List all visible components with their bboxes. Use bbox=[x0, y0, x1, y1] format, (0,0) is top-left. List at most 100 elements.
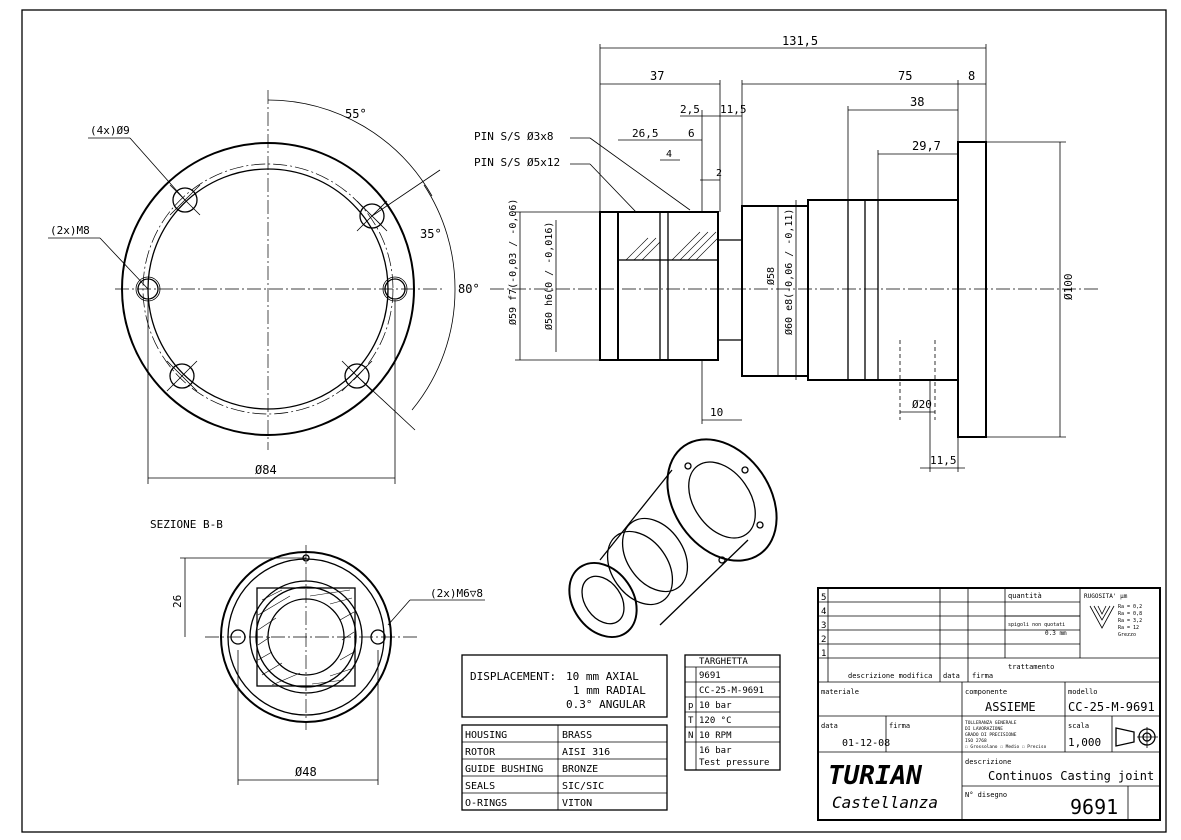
targhetta-value: 9691 bbox=[699, 671, 721, 681]
targhetta-table: TARGHETTA 9691 CC-25-M-9691 p 10 bar T 1… bbox=[684, 654, 781, 771]
rugosita-value: Ra = 0,2 bbox=[1118, 604, 1142, 610]
diameter-50-label: Ø50 h6(0 / -0,016) bbox=[543, 222, 555, 330]
dim-37-label: 37 bbox=[650, 69, 664, 83]
materiale-label: materiale bbox=[821, 688, 859, 696]
revision-number: 5 bbox=[821, 593, 826, 603]
dim-26-5-label: 26,5 bbox=[632, 127, 659, 140]
tolleranza-line: TOLLERANZA GENERALE bbox=[965, 720, 1017, 726]
bolt-hole bbox=[169, 363, 195, 389]
pin-3x8-label: PIN S/S Ø3x8 bbox=[474, 130, 553, 143]
tolleranza-line: ISO 2768 bbox=[965, 738, 987, 744]
diameter-59-label: Ø59 f7(-0,03 / -0,06) bbox=[507, 199, 519, 325]
displacement-box: DISPLACEMENT: 10 mm AXIAL 1 mm RADIAL 0.… bbox=[461, 654, 668, 718]
revision-number: 1 bbox=[821, 649, 826, 659]
dim-131-5-label: 131,5 bbox=[782, 34, 818, 48]
threaded-hole bbox=[137, 278, 159, 300]
material-value: BRASS bbox=[562, 730, 592, 741]
disegno-value: 9691 bbox=[1070, 795, 1118, 819]
descrizione-label: descrizione bbox=[965, 758, 1011, 766]
material-value: SIC/SIC bbox=[562, 781, 604, 792]
componente-value: ASSIEME bbox=[985, 700, 1036, 714]
material-value: AISI 316 bbox=[562, 747, 610, 758]
spigoli-label: spigoli non quotati bbox=[1008, 622, 1065, 628]
revision-desc-label: descrizione modifica bbox=[848, 672, 932, 680]
material-part: ROTOR bbox=[465, 747, 496, 758]
scala-label: scala bbox=[1068, 722, 1089, 730]
bolt-hole bbox=[172, 187, 198, 213]
displacement-radial: 1 mm RADIAL bbox=[573, 684, 646, 697]
targhetta-value: 10 bar bbox=[699, 701, 732, 711]
sheet-border bbox=[21, 9, 1167, 833]
targhetta-symbol: T bbox=[688, 716, 694, 726]
material-value: VITON bbox=[562, 798, 592, 809]
angle-55-label: 55° bbox=[345, 107, 367, 121]
revision-sign-label: firma bbox=[972, 672, 993, 680]
spigoli-value: 0.3 mm bbox=[1045, 630, 1067, 637]
revision-date-label: data bbox=[943, 672, 960, 680]
displacement-label: DISPLACEMENT: bbox=[470, 670, 556, 683]
data-label: data bbox=[821, 722, 838, 730]
targhetta-value: 16 bar bbox=[699, 746, 732, 756]
dim-26-label: 26 bbox=[171, 595, 184, 608]
side-view: Ø59 f7(-0,03 / -0,06) Ø50 h6(0 / -0,016)… bbox=[474, 34, 1100, 472]
isometric-view bbox=[568, 438, 778, 639]
angle-80-label: 80° bbox=[458, 282, 480, 296]
scala-value: 1,000 bbox=[1068, 736, 1101, 749]
firma-label: firma bbox=[889, 722, 910, 730]
revision-number: 3 bbox=[821, 621, 826, 631]
trattamento-label: trattamento bbox=[1008, 663, 1054, 671]
modello-label: modello bbox=[1068, 688, 1098, 696]
rugosita-value: Ra = 12 bbox=[1118, 625, 1139, 631]
front-view: 55° 35° 80° (4x)Ø9 (2x)M8 Ø84 bbox=[48, 90, 480, 484]
dim-11-5-top-label: 11,5 bbox=[720, 103, 747, 116]
title-block: 5 4 3 2 1 descrizione modifica data firm… bbox=[817, 587, 1161, 821]
section-title: SEZIONE B-B bbox=[150, 518, 223, 531]
revision-number: 4 bbox=[821, 607, 826, 617]
dim-75-label: 75 bbox=[898, 69, 912, 83]
rugosita-label: RUGOSITA' µm bbox=[1084, 593, 1128, 600]
disegno-label: N° disegno bbox=[965, 791, 1007, 799]
targhetta-symbol: p bbox=[688, 701, 693, 711]
displacement-axial: 10 mm AXIAL bbox=[566, 670, 639, 683]
modello-value: CC-25-M-9691 bbox=[1068, 700, 1155, 714]
dim-2-5-label: 2,5 bbox=[680, 103, 700, 116]
dim-2-label: 2 bbox=[716, 168, 722, 179]
angle-35-label: 35° bbox=[420, 227, 442, 241]
material-value: BRONZE bbox=[562, 764, 598, 775]
tolleranza-line: DI LAVORAZIONE bbox=[965, 726, 1003, 732]
dim-8-label: 8 bbox=[968, 69, 975, 83]
diameter-60-label: Ø60 e8(-0,06 / -0,11) bbox=[783, 209, 795, 335]
material-part: GUIDE BUSHING bbox=[465, 764, 543, 775]
quantita-label: quantità bbox=[1008, 592, 1042, 600]
dim-10-label: 10 bbox=[710, 406, 723, 419]
targhetta-value: 10 RPM bbox=[699, 731, 732, 741]
dim-38-label: 38 bbox=[910, 95, 924, 109]
targhetta-value: Test pressure bbox=[699, 758, 769, 768]
descrizione-value: Continuos Casting joint bbox=[988, 769, 1154, 783]
company-name: TURIAN bbox=[828, 761, 922, 791]
section-thread-callout: (2x)M6▽8 bbox=[430, 587, 483, 600]
threaded-hole bbox=[384, 278, 406, 300]
material-part: O-RINGS bbox=[465, 798, 507, 809]
pin-5x12-label: PIN S/S Ø5x12 bbox=[474, 156, 560, 169]
diameter-100-label: Ø100 bbox=[1062, 274, 1075, 301]
targhetta-value: 120 °C bbox=[699, 716, 732, 726]
projection-symbol-icon bbox=[1115, 727, 1158, 748]
targhetta-header: TARGHETTA bbox=[699, 657, 748, 667]
componente-label: componente bbox=[965, 688, 1007, 696]
diameter-84-label: Ø84 bbox=[255, 463, 277, 477]
material-part: HOUSING bbox=[465, 730, 507, 741]
revision-number: 2 bbox=[821, 635, 826, 645]
tolleranza-line: GRADO DI PRECISIONE bbox=[965, 732, 1017, 738]
displacement-angular: 0.3° ANGULAR bbox=[566, 698, 646, 711]
data-value: 01-12-08 bbox=[842, 738, 890, 749]
rugosita-value: Ra = 0,8 bbox=[1118, 611, 1142, 617]
dim-6-label: 6 bbox=[688, 127, 695, 140]
section-view: SEZIONE B-B 26 bbox=[150, 518, 485, 785]
diameter-48-label: Ø48 bbox=[295, 765, 317, 779]
thread-callout-2x: (2x)M8 bbox=[50, 224, 90, 237]
diameter-20-label: Ø20 bbox=[912, 398, 932, 411]
rugosita-value: Grezzo bbox=[1118, 632, 1136, 638]
bolt-hole bbox=[359, 203, 385, 229]
material-part: SEALS bbox=[465, 781, 495, 792]
